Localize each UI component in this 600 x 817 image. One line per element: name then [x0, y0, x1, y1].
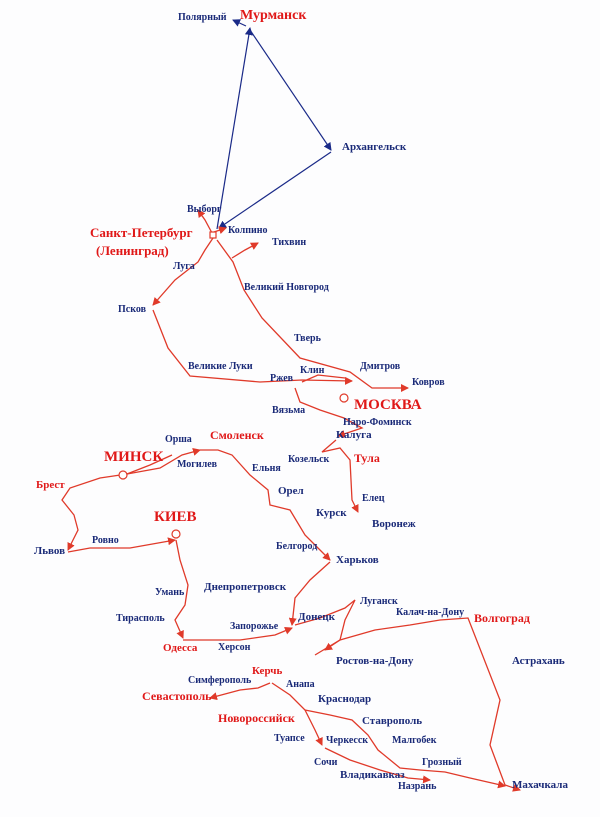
city-rostov: Ростов-на-Дону: [336, 655, 414, 667]
city-simferopol: Симферополь: [188, 675, 252, 686]
city-dmitrov: Дмитров: [360, 361, 401, 372]
city-orsha: Орша: [165, 434, 192, 445]
city-stavropol: Ставрополь: [362, 715, 423, 727]
minsk-marker: [118, 470, 128, 480]
route-kaluga-tula: [321, 439, 359, 513]
city-kherson: Херсон: [218, 642, 251, 653]
city-kerch: Керчь: [252, 665, 283, 677]
city-grozny: Грозный: [422, 757, 462, 768]
city-vyborg: Выборг: [187, 204, 222, 215]
city-velikie-luki: Великие Луки: [188, 361, 253, 372]
city-novorossiysk: Новороссийск: [218, 711, 295, 725]
city-kursk: Курск: [316, 507, 347, 519]
city-kharkov: Харьков: [336, 554, 379, 566]
city-odessa: Одесса: [163, 642, 198, 654]
route-smolensk-orel-kursk: [200, 449, 331, 561]
city-arkhangelsk: Архангельск: [342, 141, 407, 153]
city-sevastopol: Севастополь: [142, 689, 212, 703]
route-caucasus: [324, 747, 431, 784]
city-lugansk: Луганск: [360, 596, 398, 607]
city-murmansk: Мурманск: [240, 8, 307, 23]
route-krasnodar-stavropol: [304, 709, 506, 789]
city-tula: Тула: [354, 451, 380, 465]
route-rostov-volgograd: [314, 617, 521, 792]
city-brest: Брест: [36, 479, 65, 491]
route-pskov-velikie-luki: [152, 309, 353, 385]
city-rzhev: Ржев: [270, 373, 294, 384]
city-smolensk: Смоленск: [210, 428, 264, 442]
route-lvov-rovno-kiev: [67, 537, 176, 553]
moscow-marker: [339, 393, 349, 403]
city-pskov: Псков: [118, 304, 146, 315]
route-minsk-smolensk: [126, 448, 201, 475]
route-spb-kolpino: [213, 226, 227, 235]
route-minsk-brest-lvov: [61, 454, 173, 551]
city-kalach: Калач-на-Дону: [396, 607, 465, 618]
route-kiev-uman-odessa: [174, 539, 189, 639]
city-vyazma: Вязьма: [272, 405, 306, 416]
city-maikop: Малгобек: [392, 735, 437, 746]
city-minsk: МИНСК: [104, 449, 164, 465]
city-anapa: Анапа: [286, 679, 315, 690]
city-kaluga: Калуга: [336, 429, 372, 441]
city-polyarny: Полярный: [178, 12, 227, 23]
city-mogilev: Могилев: [177, 459, 218, 470]
city-luga: Луга: [173, 261, 195, 272]
city-veliky-novgorod: Великий Новгород: [244, 282, 329, 293]
city-moskva: МОСКВА: [354, 397, 422, 413]
route-murmansk-polyarny: [232, 19, 247, 27]
city-lvov: Львов: [34, 545, 66, 557]
route-odessa-zaporozhye: [183, 626, 293, 641]
city-kovrov: Ковров: [412, 377, 445, 388]
route-murmansk-arkhangelsk: [249, 29, 332, 151]
city-spb-alt: (Ленинград): [96, 243, 169, 258]
city-orel: Орел: [278, 485, 304, 497]
route-klin: [301, 374, 346, 383]
city-volgograd: Волгоград: [474, 611, 530, 625]
city-zaporozhye: Запорожье: [230, 621, 279, 632]
city-dnepropetrovsk: Днепропетровск: [204, 581, 287, 593]
city-yelnya: Ельня: [252, 463, 281, 474]
city-tiraspol: Тирасполь: [116, 613, 165, 624]
route-crimea: [209, 682, 271, 701]
route-arkhangelsk-spb: [218, 151, 332, 229]
route-tikhvin: [231, 242, 259, 259]
city-krasnodar: Краснодар: [318, 693, 372, 705]
city-naro-fominsk: Наро-Фоминск: [343, 417, 412, 428]
city-kozelsk: Козельск: [288, 454, 330, 465]
city-tver: Тверь: [294, 333, 321, 344]
city-kolpino: Колпино: [228, 225, 268, 236]
city-uman: Умань: [155, 587, 185, 598]
city-elets: Елец: [362, 493, 385, 504]
city-astrakhan: Астрахань: [512, 655, 565, 667]
route-north-spb: [197, 209, 213, 234]
route-spb-novgorod-moscow: [216, 239, 409, 392]
city-makhachkala: Махачкала: [512, 779, 568, 791]
city-voronezh: Воронеж: [372, 518, 416, 530]
city-kiev: КИЕВ: [154, 509, 197, 525]
route-spb-luga-pskov: [152, 237, 214, 306]
route-kharkov-donetsk: [288, 561, 331, 626]
city-nazran: Назрань: [398, 781, 437, 792]
spb-marker: [209, 231, 217, 239]
city-belgorod: Белгород: [276, 541, 318, 552]
city-tuapse: Туапсе: [274, 733, 305, 744]
city-vladikavkaz: Владикавказ: [340, 769, 405, 781]
city-spb: Санкт-Петербург: [90, 225, 193, 240]
route-donetsk-lugansk: [294, 599, 356, 651]
city-donetsk: Донецк: [298, 611, 335, 623]
city-sochi: Сочи: [314, 757, 338, 768]
kiev-marker: [171, 529, 181, 539]
route-rzhev-vyazma: [294, 387, 364, 438]
city-tikhvin: Тихвин: [272, 237, 307, 248]
route-spb-murmansk: [216, 27, 253, 230]
city-klin: Клин: [300, 365, 325, 376]
city-cherkessk: Черкесск: [326, 735, 369, 746]
city-rovno: Ровно: [92, 535, 119, 546]
